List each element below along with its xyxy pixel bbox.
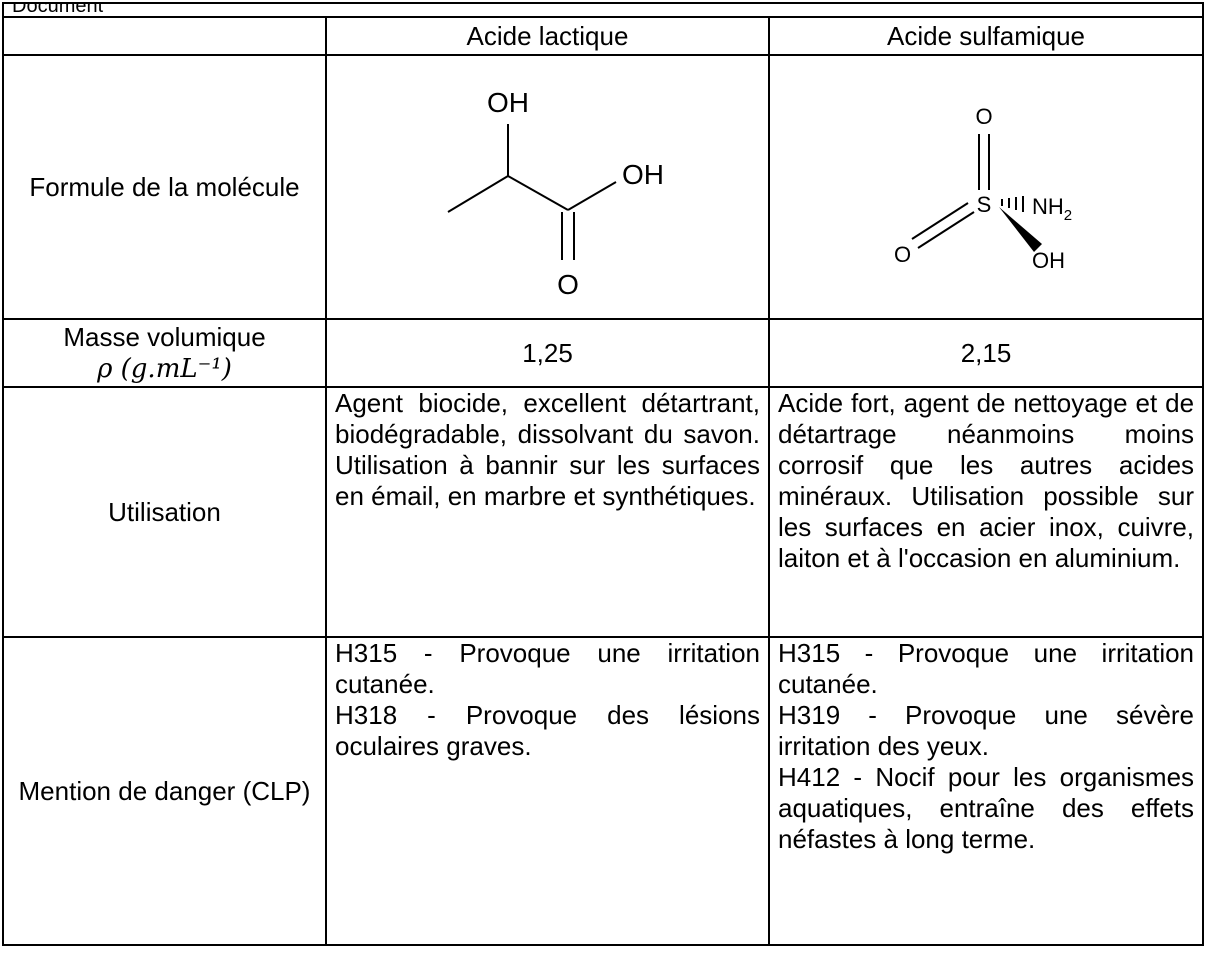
sulfamic-acid-structure: O S NH2 O OH: [894, 104, 1072, 273]
sulfamic-o-left: O: [894, 242, 911, 267]
lactic-o-bottom: O: [557, 269, 579, 300]
formula-label: Formule de la molécule: [2, 54, 327, 320]
header-sulfamic-acid: Acide sulfamique: [767, 16, 1205, 56]
sulfamic-danger-h319: H319 - Provoque une sévère irritation de…: [778, 700, 1195, 761]
lactic-danger-h318: H318 - Provoque des lésions oculaires gr…: [335, 700, 760, 761]
lactic-oh-top: OH: [487, 87, 529, 118]
header-empty-cell: [2, 16, 327, 56]
lactic-danger-h315: H315 - Provoque une irritation cutanée.: [335, 638, 760, 699]
sulfamic-danger-h412: H412 - Nocif pour les organismes aquatiq…: [778, 762, 1195, 854]
title-row: Document: [1, 2, 1205, 18]
sulfamic-s: S: [977, 192, 992, 217]
sulfamic-density-value: 2,15: [767, 318, 1205, 388]
density-unit: ρ (g.mL⁻¹): [97, 353, 232, 384]
danger-row: Mention de danger (CLP) H315 - Provoque …: [2, 636, 1205, 946]
sulfamic-danger-cell: H315 - Provoque une irritation cutanée. …: [767, 636, 1205, 946]
lactic-acid-structure-cell: OH OH O: [325, 54, 770, 320]
lactic-danger-cell: H315 - Provoque une irritation cutanée. …: [325, 636, 770, 946]
sulfamic-acid-structure-cell: O S NH2 O OH: [767, 54, 1205, 320]
density-label: Masse volumique ρ (g.mL⁻¹): [2, 318, 327, 388]
lactic-density-value: 1,25: [325, 318, 770, 388]
formula-row: Formule de la molécule OH OH O: [2, 54, 1205, 320]
lactic-acid-structure: OH OH O: [446, 87, 664, 300]
density-row: Masse volumique ρ (g.mL⁻¹) 1,25 2,15: [2, 318, 1205, 388]
sulfamic-nh2: NH2: [1032, 194, 1072, 224]
sulfamic-oh: OH: [1032, 248, 1065, 273]
header-row: Acide lactique Acide sulfamique: [2, 16, 1205, 56]
sulfamic-danger-h315: H315 - Provoque une irritation cutanée.: [778, 638, 1195, 699]
lactic-usage-text: Agent biocide, excellent détartrant, bio…: [325, 386, 770, 638]
document-title-fragment: Document: [1, 2, 1205, 18]
header-lactic-acid: Acide lactique: [325, 16, 770, 56]
usage-label: Utilisation: [2, 386, 327, 638]
sulfamic-usage-text: Acide fort, agent de nettoyage et de dét…: [767, 386, 1205, 638]
usage-row: Utilisation Agent biocide, excellent dét…: [2, 386, 1205, 638]
lactic-oh-right: OH: [622, 159, 664, 190]
sulfamic-o-top: O: [975, 104, 992, 129]
danger-label: Mention de danger (CLP): [2, 636, 327, 946]
